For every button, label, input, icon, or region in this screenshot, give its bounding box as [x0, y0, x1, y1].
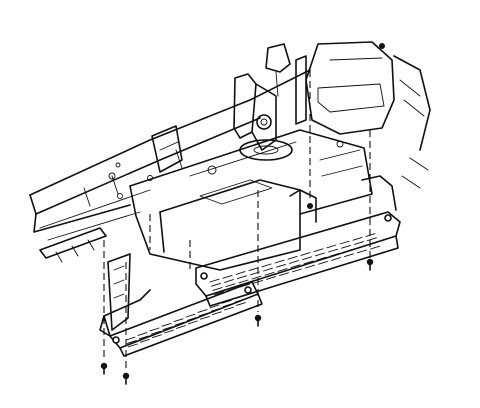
grate-slot [151, 334, 162, 339]
grate-slot [235, 271, 246, 275]
grate-slot [302, 256, 312, 261]
grate-slot [274, 259, 285, 264]
crossmember [129, 129, 373, 271]
grate-slot [137, 332, 148, 336]
grate-slot [354, 241, 364, 245]
grate-slot [222, 274, 233, 279]
grate-slot [290, 264, 301, 269]
grate-slot [276, 263, 286, 268]
grate-slot [175, 325, 186, 329]
bolt-icon [100, 362, 108, 375]
bolt-icon [122, 372, 130, 385]
grate-slot [313, 248, 324, 253]
grate-slot [212, 287, 223, 291]
skid-plate-front [99, 281, 263, 357]
grate-slot [357, 249, 367, 254]
fasteners [100, 203, 374, 385]
grate-slot [214, 291, 224, 296]
grate-slot [163, 329, 174, 334]
transmission-mount [305, 41, 431, 189]
grate-slot [233, 295, 244, 300]
grate-slot [198, 312, 209, 317]
grate-slot [221, 299, 232, 304]
grate-slot [341, 244, 351, 249]
grate-slot [329, 252, 340, 257]
grate-slot [238, 279, 249, 284]
grate-slot [126, 340, 137, 344]
grate-slot [315, 252, 325, 257]
grate-slot [370, 245, 380, 250]
grate-slot [237, 275, 247, 280]
alignment-lines [103, 70, 371, 372]
bolt-icon [254, 314, 262, 327]
grate-slot [331, 257, 341, 261]
grate-slot [261, 263, 272, 268]
grate-slot [318, 260, 328, 265]
support-bracket [39, 227, 131, 331]
bolt-icon [366, 258, 374, 271]
grate-slot [234, 298, 245, 303]
grate-slot [303, 260, 314, 265]
grate-slot [127, 343, 138, 348]
grate-slot [162, 326, 173, 331]
grate-slot [150, 330, 161, 335]
grate-slot [174, 321, 185, 326]
grate-slot [222, 303, 233, 308]
grate-slot [173, 318, 184, 323]
grate-slot [287, 255, 298, 260]
grate-slot [187, 320, 198, 325]
grate-slot [211, 311, 222, 316]
grate-slot [328, 248, 338, 253]
grate-slot [209, 278, 220, 283]
grate-slot [300, 252, 311, 256]
grate-slot [316, 256, 327, 261]
grate-slot [139, 338, 150, 343]
grate-slot [339, 240, 350, 245]
grate-slot [197, 309, 208, 313]
grate-slot [235, 302, 246, 306]
grate-slot [326, 244, 337, 249]
grate-slot [185, 313, 196, 318]
grate-slot [292, 268, 302, 273]
grate-slot [225, 283, 236, 288]
grate-slot [125, 336, 136, 341]
grate-slot [210, 307, 221, 312]
grate-slot [186, 317, 197, 321]
grate-slot [367, 237, 377, 242]
grate-slot [161, 322, 172, 327]
grate-slot [355, 245, 366, 250]
grate-slot [138, 335, 149, 340]
frame-rail [29, 69, 311, 241]
skid-plate-rear [195, 175, 401, 307]
grate-slot [149, 327, 160, 332]
grate-slot [279, 272, 289, 277]
bolt-icon [307, 203, 313, 209]
grate-slot [305, 264, 315, 269]
grate-slot [209, 304, 220, 309]
grate-slot [342, 249, 353, 253]
grate-slot [266, 276, 276, 280]
plate-studs [112, 214, 392, 344]
grate-slot [289, 260, 299, 264]
grate-slot [211, 282, 221, 287]
grate-slot [251, 275, 262, 280]
grate-slot [344, 253, 354, 258]
grate-slot [264, 271, 275, 276]
grate-slot [263, 267, 273, 272]
grate-slot [248, 267, 259, 272]
grate-slot [224, 279, 234, 283]
grate-slot [199, 315, 210, 320]
grate-slot [223, 306, 234, 311]
grate-slot [277, 268, 288, 272]
grate-slot [352, 236, 363, 241]
